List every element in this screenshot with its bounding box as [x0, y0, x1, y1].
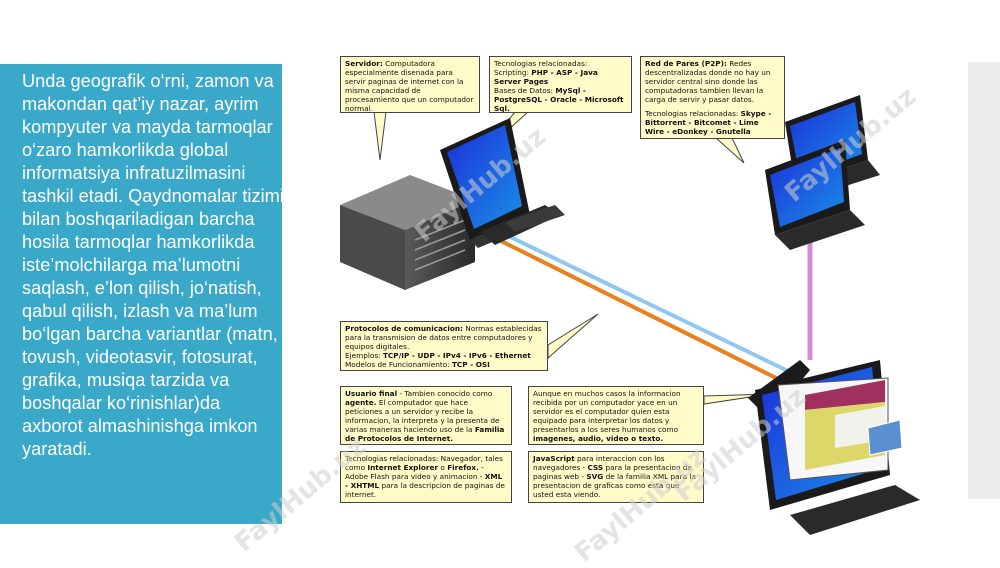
text-panel: [0, 64, 282, 524]
callout-aunque: Aunque en muchos casos la informacion re…: [528, 386, 704, 445]
callout-javascript: JavaScript para interaccion con los nave…: [528, 451, 704, 503]
keyboard-icon: [505, 205, 565, 232]
callout-navegador: Tecnologias relacionadas: Navegador, tal…: [340, 451, 512, 503]
callout-servidor: Servidor: Computadora especialmente dise…: [340, 56, 480, 113]
callout-tecnologias-server: Tecnologias relacionadas: Scripting: PHP…: [489, 56, 632, 113]
server-monitor-icon: [440, 118, 560, 248]
side-strip: [968, 62, 1000, 499]
callout-usuario-final: Usuario final - Tambien conocido como ag…: [340, 386, 512, 445]
server-icon: [340, 175, 475, 290]
callout-p2p: Red de Pares (P2P): Redes descentralizad…: [640, 56, 785, 139]
connection-lines: [494, 230, 813, 382]
callout-protocolos: Protocolos de comunicacion: Normas estab…: [340, 321, 548, 371]
user-computer-icon: [748, 360, 920, 535]
body-text: Unda geografik o‘rni, zamon va makondan …: [22, 71, 284, 459]
peer-monitor-icon: [765, 140, 865, 250]
